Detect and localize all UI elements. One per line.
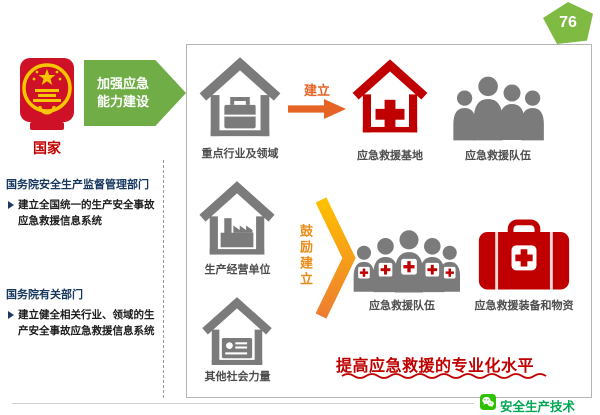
brand-label: 安全生产技术 bbox=[500, 400, 576, 414]
encourage-chevron-icon bbox=[316, 197, 356, 319]
row2-team-label: 应急救援队伍 bbox=[369, 300, 435, 312]
dashed-divider bbox=[163, 160, 164, 398]
dept1-bullet-text: 建立全国统一的生产安全事故应急救援信息系统 bbox=[18, 199, 155, 227]
rescue-team-badged-icon bbox=[353, 230, 460, 293]
national-emblem-icon bbox=[20, 58, 74, 130]
dept1-bullet-row: 建立全国统一的生产安全事故应急救援信息系统 bbox=[8, 198, 160, 230]
dept1-title: 国务院安全生产监督管理部门 bbox=[6, 179, 149, 191]
row1-source-label: 重点行业及领域 bbox=[201, 148, 279, 160]
rescue-base-icon bbox=[352, 54, 428, 142]
dept2-bullet-row: 建立健全相关行业、领域的生产安全事故应急救援信息系统 bbox=[8, 308, 160, 340]
row2-source-label: 生产经营单位 bbox=[204, 264, 271, 276]
wechat-icon bbox=[480, 394, 496, 410]
dept2-bullet-text: 建立健全相关行业、领域的生产安全事故应急救援信息系统 bbox=[18, 309, 155, 337]
row1-base-label: 应急救援基地 bbox=[357, 150, 423, 162]
capability-arrow-label: 加强应急能力建设 bbox=[96, 76, 149, 109]
build-arrow-label: 建立 bbox=[303, 83, 330, 98]
footer-divider bbox=[12, 403, 474, 404]
row1-team-label: 应急救援队伍 bbox=[465, 150, 531, 162]
page-number-badge: 76 bbox=[543, 2, 593, 44]
first-aid-kit-icon bbox=[478, 219, 570, 290]
triangle-bullet-icon bbox=[8, 311, 14, 319]
row2-equipment-label: 应急救援装备和物资 bbox=[474, 300, 574, 312]
house-enterprise-icon bbox=[198, 180, 276, 260]
triangle-bullet-icon bbox=[8, 201, 14, 209]
rescue-team-icon bbox=[453, 76, 544, 141]
country-label: 国家 bbox=[33, 140, 61, 156]
page-number: 76 bbox=[559, 14, 577, 31]
dept2-title: 国务院有关部门 bbox=[6, 289, 83, 301]
house-social-icon bbox=[200, 296, 274, 370]
house-industry-icon bbox=[198, 56, 282, 142]
capability-arrow: 加强应急能力建设 bbox=[84, 60, 186, 126]
encourage-label: 鼓励建立 bbox=[298, 224, 313, 288]
row3-source-label: 其他社会力量 bbox=[204, 371, 271, 383]
slogan-text: 提高应急救援的专业化水平 bbox=[336, 358, 535, 375]
wavy-underline bbox=[341, 373, 547, 379]
